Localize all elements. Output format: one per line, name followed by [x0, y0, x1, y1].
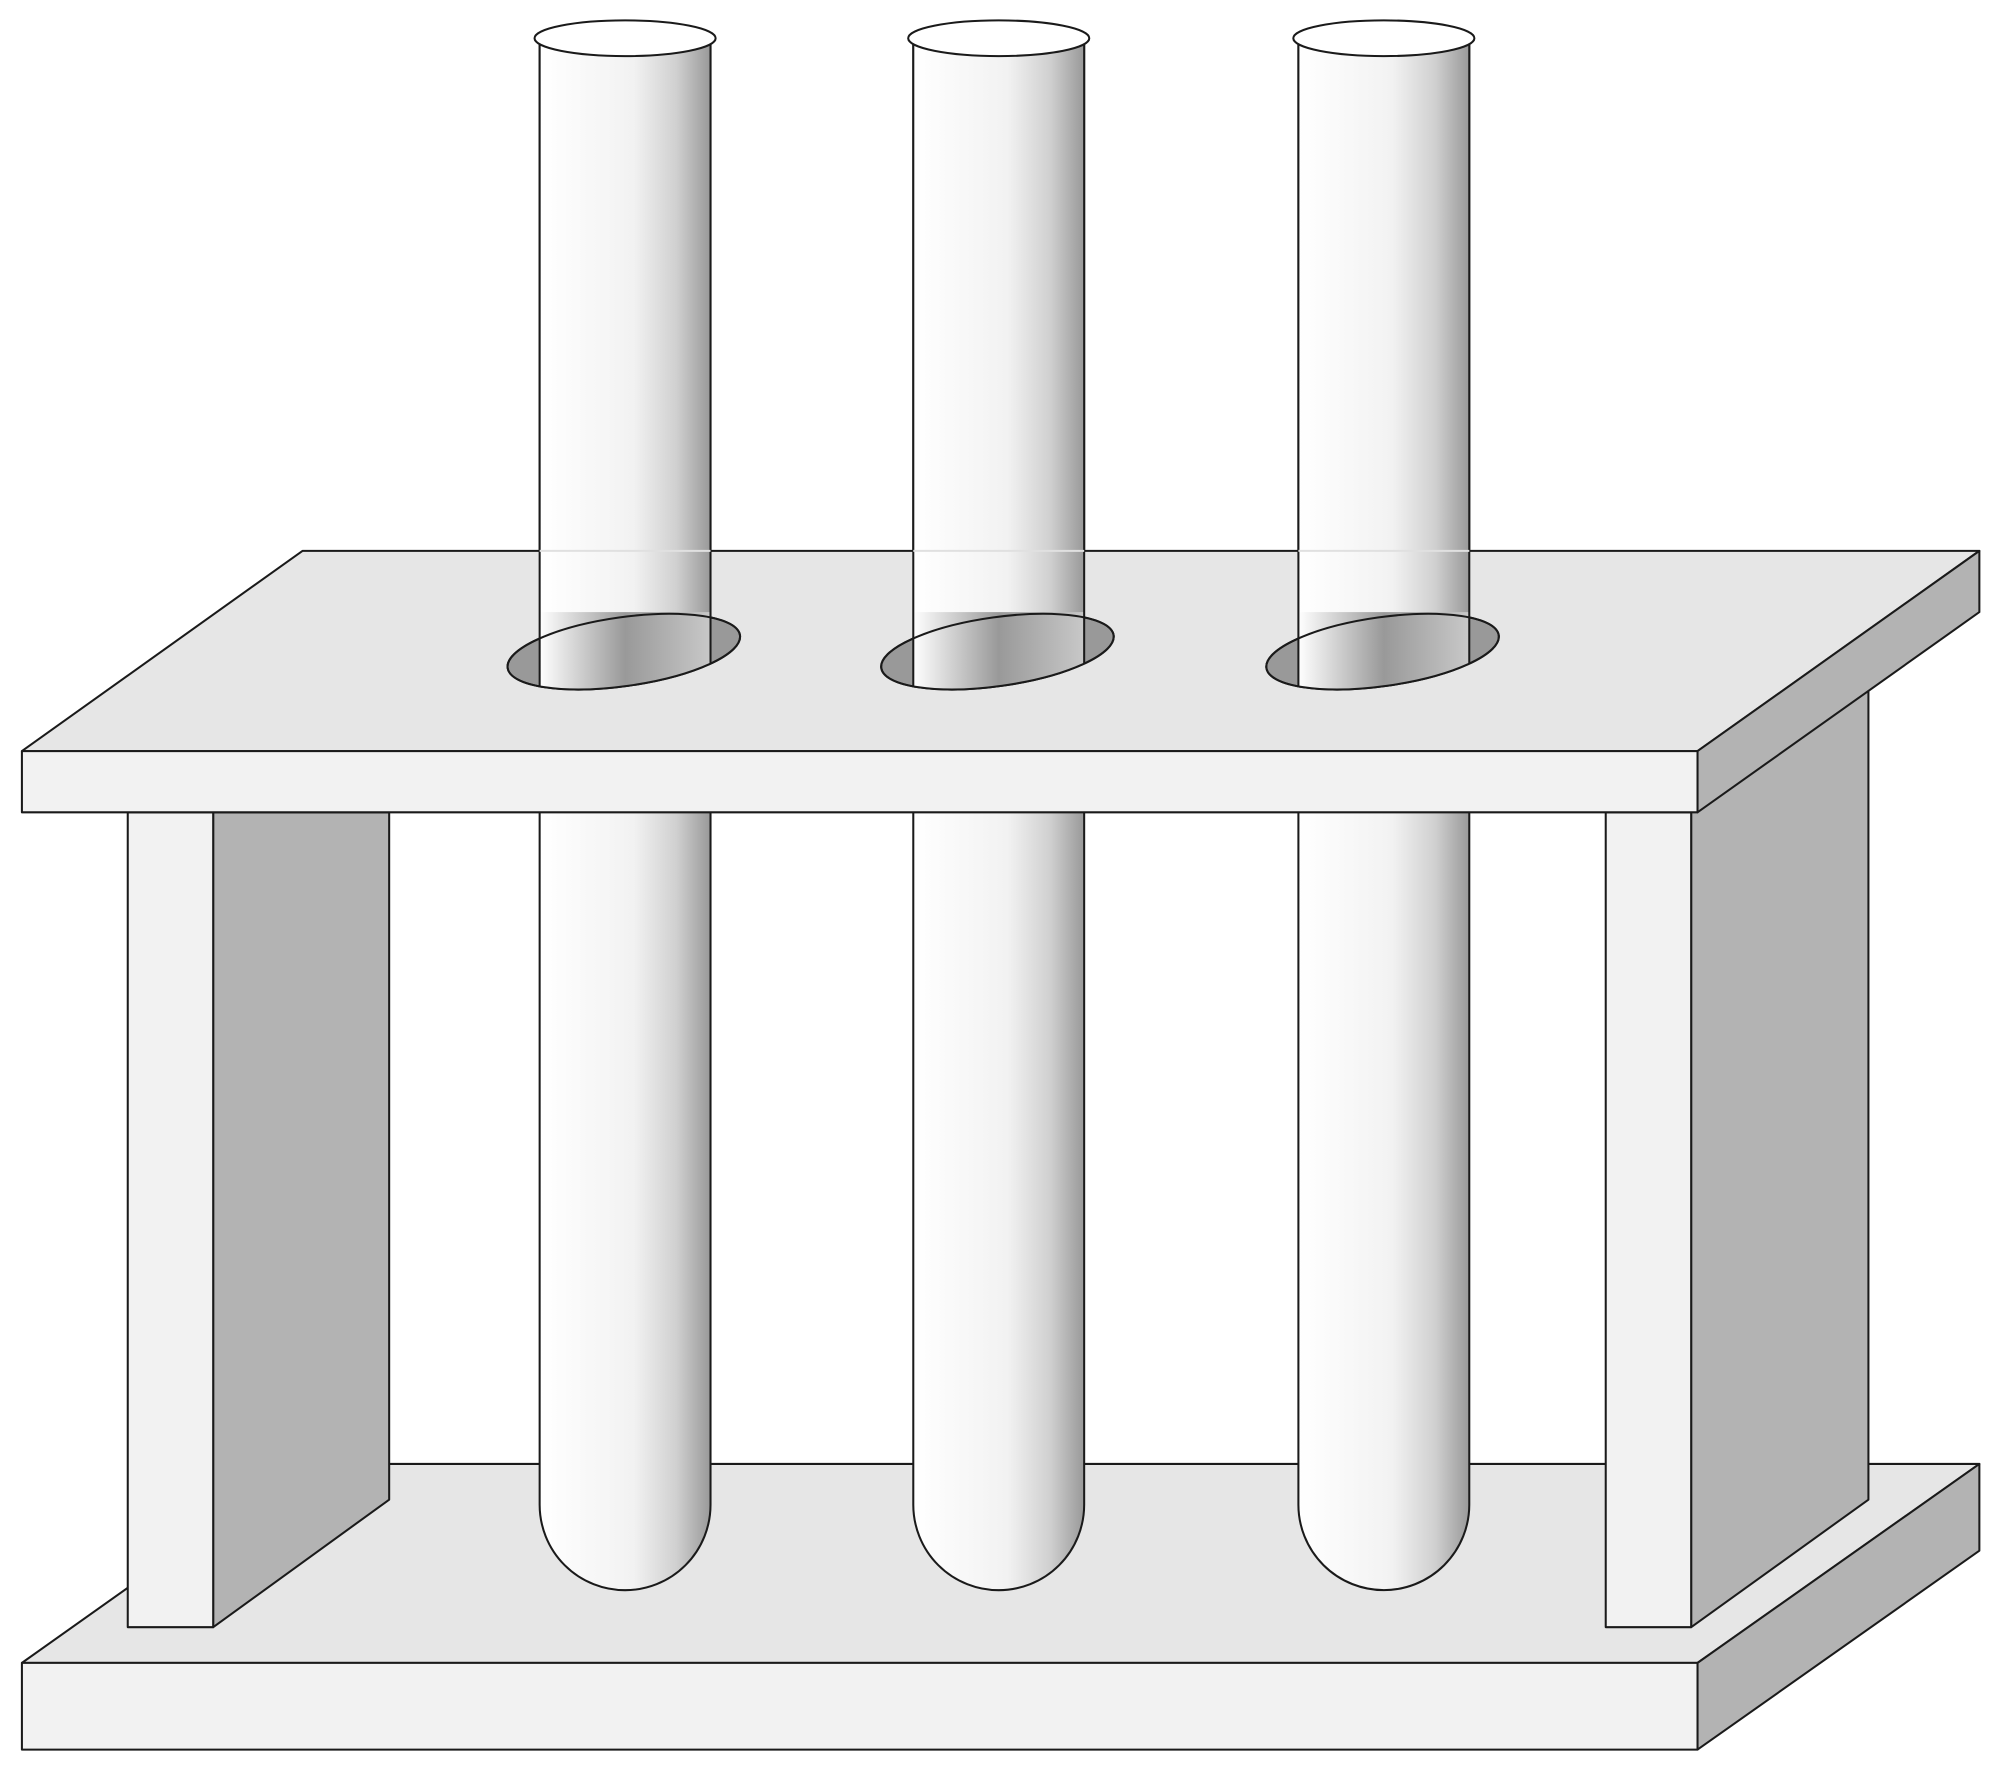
tube-2-mouth: [907, 19, 1091, 58]
tube-3-upper: [1297, 38, 1471, 703]
tube-2-hole-rim: [880, 612, 1115, 691]
top-plate: [20, 549, 1981, 814]
tube-2-upper: [912, 38, 1086, 703]
tube-1-hole-rim: [506, 612, 742, 691]
tube-1-upper: [538, 38, 712, 703]
tube-3-hole-rim: [1265, 612, 1500, 691]
left-leg: [126, 811, 391, 1629]
tube-1-mouth: [533, 19, 717, 58]
right-leg: [1604, 688, 1870, 1629]
tube-3-mouth: [1292, 19, 1476, 58]
